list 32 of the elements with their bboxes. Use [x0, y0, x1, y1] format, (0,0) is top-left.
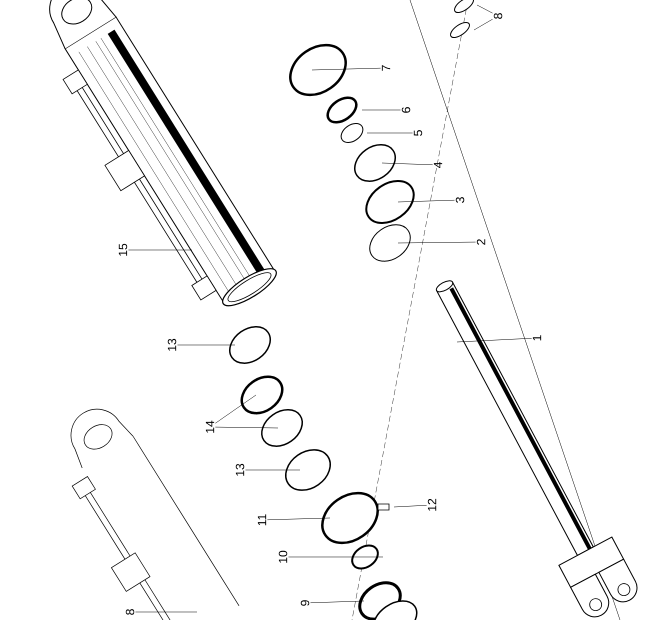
callout-number: 14 — [206, 420, 214, 433]
leader-line — [398, 242, 476, 244]
leader-line — [456, 338, 532, 342]
leader-line — [398, 200, 455, 202]
callout-number: 3 — [456, 197, 464, 203]
callout-number: 11 — [258, 514, 266, 526]
leader-line — [177, 344, 236, 346]
leader-line — [288, 556, 384, 558]
leader-line — [474, 18, 493, 30]
callout-number: 13 — [236, 464, 244, 476]
leader-line — [382, 162, 433, 166]
callout-number: 8 — [126, 609, 134, 615]
callout-number: 12 — [428, 498, 436, 511]
leader-line — [394, 505, 427, 508]
leader-line — [476, 4, 493, 14]
leader-line — [215, 394, 256, 424]
leader-line — [267, 518, 330, 520]
callout-number: 10 — [278, 550, 288, 563]
callout-number: 1 — [532, 335, 542, 340]
callout-number: 5 — [414, 130, 422, 136]
callout-number: 15 — [118, 244, 128, 256]
callout-number: 2 — [476, 239, 486, 245]
callout-number: 7 — [382, 65, 390, 71]
callout-number: 13 — [168, 338, 176, 351]
leader-line — [310, 600, 364, 604]
callout-number: 6 — [402, 107, 410, 113]
leader-line — [215, 426, 278, 428]
leader-line — [366, 132, 413, 134]
callout-number: 8 — [494, 13, 502, 19]
callout-number: 4 — [434, 162, 442, 168]
leader-line — [312, 68, 381, 70]
callout-number: 9 — [300, 600, 310, 606]
